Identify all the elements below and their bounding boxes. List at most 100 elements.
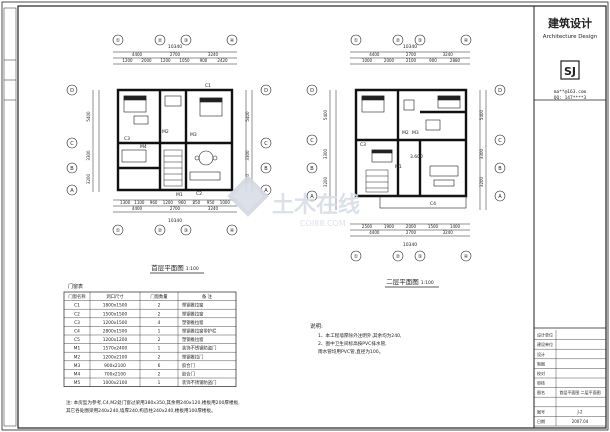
window-label-c3: C3: [360, 142, 366, 148]
svg-text:①: ①: [116, 38, 121, 44]
contact-email: ma**@163.com: [554, 89, 587, 95]
door-table-cell-r4-c4: 塑钢推拉窗带护栏: [182, 328, 217, 335]
second-floor-total-dimension-bottom: 10340: [403, 242, 417, 248]
door-table-cell-r2-c2: 1500x1500: [103, 311, 128, 317]
ground-floor-axis-bottom-2: ②: [154, 224, 166, 236]
ground-floor-dim-bottom-a-4: 1200: [163, 200, 174, 205]
ground-floor-axis-top-4: ④: [226, 34, 238, 46]
window-label-c2: C2: [196, 191, 202, 197]
svg-text:C: C: [264, 141, 268, 147]
ground-floor-axis-left-C: C: [66, 137, 78, 149]
door-table-cell-r8-c1: M3: [74, 363, 81, 369]
second-floor-axis-top-2: ②: [392, 34, 404, 46]
door-table-cell-r9-c4: 胶合门: [182, 371, 195, 378]
ground-floor-dim-top-b-1: 1200: [122, 58, 133, 63]
second-floor-dim-right-2: 3300: [479, 148, 484, 159]
ground-floor-furniture: [121, 95, 223, 181]
second-floor-dim-bottom-b-1: 4400: [369, 230, 380, 235]
svg-text:土木在线: 土木在线: [272, 192, 360, 218]
second-floor-dim-bottom-a-4: 1500: [428, 224, 439, 229]
door-table-cell-r7-c1: M2: [74, 354, 81, 360]
second-floor-axis-bottom-2: ②: [392, 250, 404, 262]
svg-text:A: A: [310, 194, 314, 200]
door-table-cell-r4-c1: C4: [74, 329, 80, 335]
ground-floor-dim-top-b-6: 2420: [217, 58, 228, 63]
door-table-cell-r2-c4: 塑钢推拉窗: [182, 310, 203, 317]
balcony: [379, 195, 467, 209]
second-floor-dim-bottom-a-3: 2000: [406, 224, 417, 229]
second-floor-dim-top-b-3: 2100: [406, 58, 417, 63]
second-floor-dim-top-a-3: 3240: [443, 52, 454, 57]
second-floor-axis-bottom-1: ①: [350, 250, 362, 262]
svg-text:①: ①: [354, 254, 359, 260]
title-block: [533, 5, 607, 429]
svg-text:④: ④: [230, 38, 235, 44]
ground-floor-dim-top-a-3: 3240: [208, 52, 219, 57]
ground-floor-total-dimension-bottom: 10340: [168, 218, 182, 224]
door-table-cell-r9-c1: M4: [74, 372, 81, 378]
door-table-cell-r5-c3: 2: [158, 337, 161, 343]
door-label-m2: M2: [162, 129, 169, 135]
ground-floor-axis-left-D: D: [66, 84, 78, 96]
door-table-header-2: 洞口尺寸: [106, 293, 124, 300]
door-table-cell-r8-c2: 900x2100: [104, 363, 126, 369]
second-floor-dim-top-b-1: 1000: [362, 58, 373, 63]
door-window-table-caption: 门窗表: [68, 283, 83, 290]
svg-text:B: B: [310, 166, 314, 172]
door-table-cell-r8-c3: 6: [158, 363, 161, 369]
second-floor-dim-right-1: 5400: [479, 109, 484, 120]
svg-text:③: ③: [184, 228, 188, 234]
ground-floor-dim-top-b-4: 1050: [179, 58, 190, 63]
second-floor-axis-right-D: D: [494, 84, 506, 96]
door-table-cell-r2-c3: 2: [158, 311, 161, 317]
company-logo: SJ: [560, 60, 580, 80]
second-floor-axis-left-B: B: [306, 162, 318, 174]
door-table-cell-r10-c1: M5: [74, 380, 81, 386]
door-table-cell-r1-c4: 塑钢推拉窗: [182, 302, 203, 309]
title-block-label-4: 制图: [537, 360, 545, 366]
ground-floor-axis-bottom-3: ③: [180, 224, 192, 236]
ground-floor-dim-bottom-a-3: 960: [150, 200, 158, 205]
svg-text:③: ③: [184, 38, 188, 44]
svg-text:C: C: [310, 138, 314, 144]
note-line-3: 雨水管均用PVC管,直径为100。: [318, 348, 383, 355]
window-label-c1: C1: [205, 83, 211, 89]
second-floor-axis-bottom-4: ④: [460, 250, 472, 262]
bottom-note-line-1: 注: 本房型为参考,C4,M2处门窗过梁用380x350,其余用240x120,…: [66, 399, 240, 406]
title-block-value-10: 2007.04: [572, 419, 589, 424]
svg-text:B: B: [264, 166, 268, 172]
title-block-label-5: 校对: [537, 370, 545, 376]
title-block-value-9: J-2: [576, 409, 582, 414]
svg-text:③: ③: [418, 254, 422, 260]
door-table-cell-r7-c2: 1200x2100: [103, 354, 128, 360]
ground-floor-axis-left-B: B: [66, 162, 78, 174]
title-block-label-1: 设计单位: [537, 332, 553, 338]
svg-text:①: ①: [354, 38, 359, 44]
svg-text:③: ③: [418, 38, 422, 44]
door-label-m1: M1: [176, 192, 183, 198]
ground-floor-dim-top-b-3: 1200: [160, 58, 171, 63]
door-label-m2: M2: [402, 130, 409, 136]
door-table-cell-r10-c2: 1000x2100: [103, 380, 128, 386]
svg-text:A: A: [264, 188, 268, 194]
ground-floor-axis-top-3: ③: [180, 34, 192, 46]
company-name: 建筑设计: [548, 16, 592, 30]
title-block-value-7: 首层平面图 二层平面图: [559, 389, 600, 395]
door-table-cell-r5-c4: 塑钢推拉窗: [182, 336, 203, 343]
ground-floor-dim-top-a-2: 2700: [170, 52, 181, 57]
ground-floor-dim-bottom-a-7: 950: [207, 200, 215, 205]
bottom-note-line-2: 其它各处圈梁用240x240,墙厚240,构造柱240x240,楼板用100厚楼…: [66, 407, 216, 414]
second-floor-furniture: [361, 95, 461, 187]
window-label-c4: C4: [430, 201, 436, 207]
door-table-header-4: 备 注: [202, 293, 213, 300]
door-table-cell-r6-c4: 装饰不锈钢防盗门: [182, 345, 216, 352]
door-table-cell-r2-c1: C2: [74, 311, 80, 317]
ground-floor-axis-bottom-4: ④: [226, 224, 238, 236]
second-floor-axis-top-1: ①: [350, 34, 362, 46]
door-table-header-3: 门窗数量: [150, 293, 168, 300]
ground-floor-dim-bottom-a-2: 1100: [134, 200, 145, 205]
svg-text:②: ②: [396, 38, 401, 44]
